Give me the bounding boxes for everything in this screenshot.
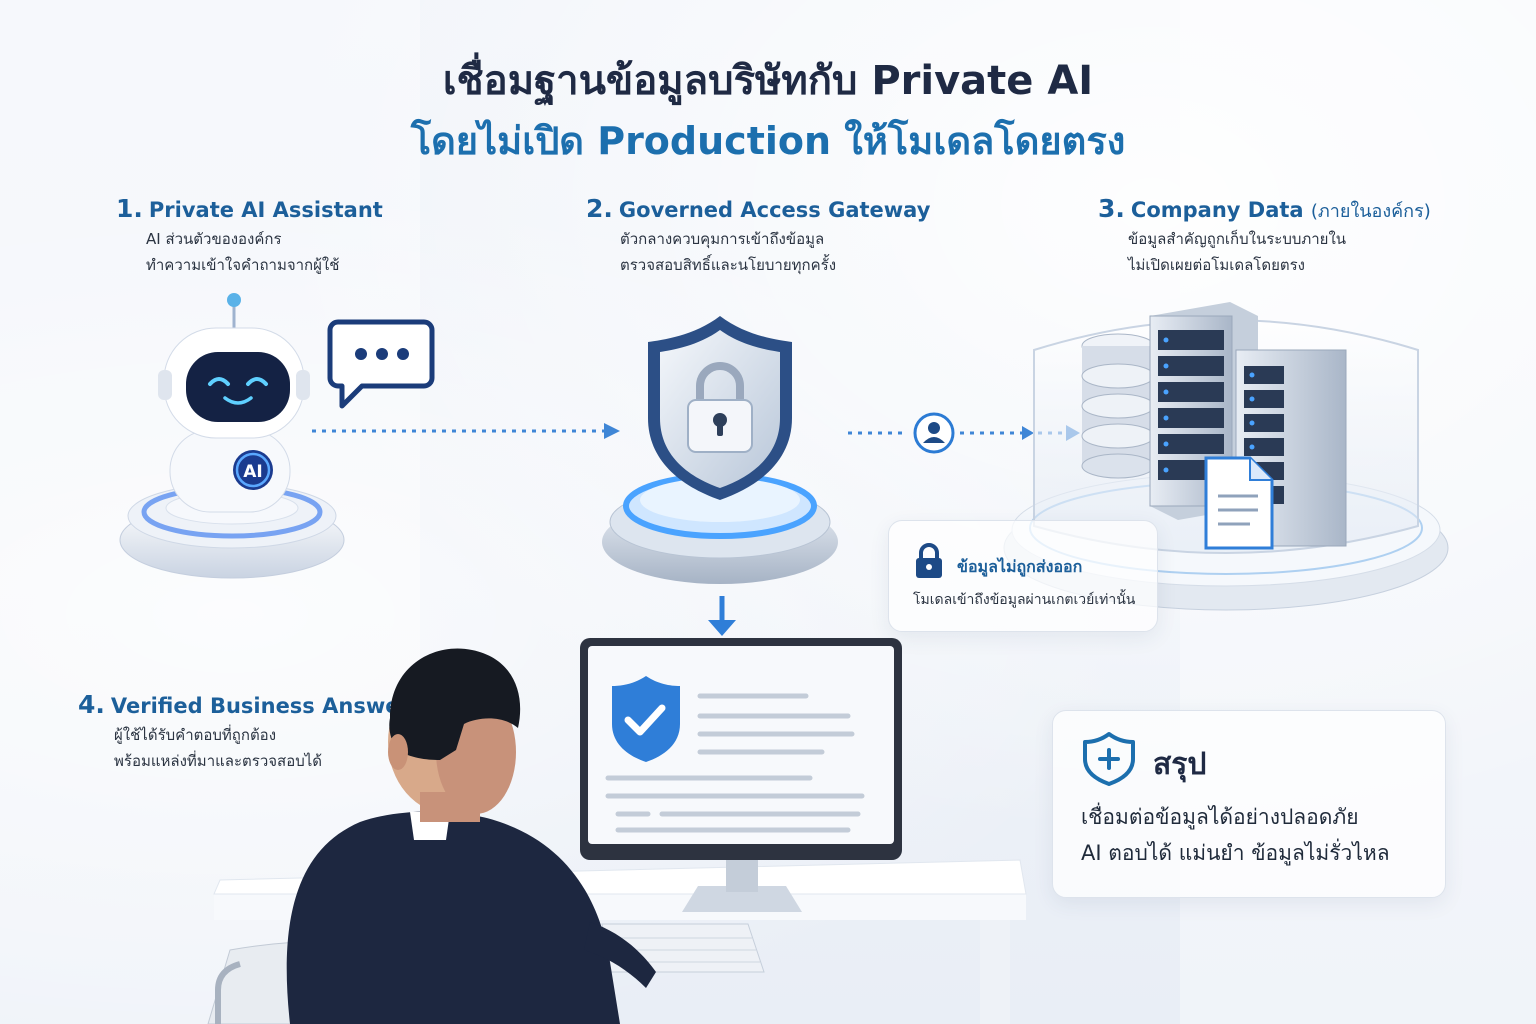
step-2-title: 2.Governed Access Gateway xyxy=(586,194,930,223)
flow-arrow-2-to-3 xyxy=(848,412,1080,454)
data-not-exported-card: ข้อมูลไม่ถูกส่งออก โมเดลเข้าถึงข้อมูลผ่า… xyxy=(888,520,1158,632)
summary-line-2: AI ตอบได้ แม่นยำ ข้อมูลไม่รั่วไหล xyxy=(1081,841,1390,865)
business-user-illustration xyxy=(286,648,656,1024)
summary-card: สรุป เชื่อมต่อข้อมูลได้อย่างปลอดภัย AI ต… xyxy=(1052,710,1446,898)
user-torso xyxy=(286,811,656,1024)
step-2-desc: ตัวกลางควบคุมการเข้าถึงข้อมูล ตรวจสอบสิท… xyxy=(620,226,836,278)
step-4-desc: ผู้ใช้ได้รับคำตอบที่ถูกต้อง พร้อมแหล่งที… xyxy=(114,722,322,774)
step-1-desc-line-1: AI ส่วนตัวขององค์กร xyxy=(146,230,282,248)
lock-icon xyxy=(916,543,942,578)
user-head xyxy=(388,648,521,822)
gateway-pedestal xyxy=(602,473,838,584)
summary-heading: สรุป xyxy=(1153,747,1207,782)
verified-shield-icon xyxy=(612,676,680,762)
step-2-label: Governed Access Gateway xyxy=(618,198,931,222)
step-2-desc-line-1: ตัวกลางควบคุมการเข้าถึงข้อมูล xyxy=(620,230,825,248)
step-1-title: 1.Private AI Assistant xyxy=(116,194,383,223)
step-4-desc-line-1: ผู้ใช้ได้รับคำตอบที่ถูกต้อง xyxy=(114,726,277,744)
step-3-label-suffix: (ภายในองค์กร) xyxy=(1310,201,1431,222)
step-4-desc-line-2: พร้อมแหล่งที่มาและตรวจสอบได้ xyxy=(114,752,323,770)
step-1-label: Private AI Assistant xyxy=(148,198,383,222)
step-4-title: 4.Verified Business Answer xyxy=(78,690,410,719)
step-2-desc-line-2: ตรวจสอบสิทธิ์และนโยบายทุกครั้ง xyxy=(620,256,837,274)
down-arrow-icon xyxy=(708,596,736,636)
step-1-desc-line-2: ทำความเข้าใจคำถามจากผู้ใช้ xyxy=(146,256,340,274)
step-3-desc-line-1: ข้อมูลสำคัญถูกเก็บในระบบภายใน xyxy=(1128,230,1347,248)
step-4-number: 4. xyxy=(78,690,105,719)
step-1-desc: AI ส่วนตัวขององค์กร ทำความเข้าใจคำถามจาก… xyxy=(146,226,339,278)
step-3-desc: ข้อมูลสำคัญถูกเก็บในระบบภายใน ไม่เปิดเผย… xyxy=(1128,226,1346,278)
step-1-number: 1. xyxy=(116,194,143,223)
gateway-shield-illustration xyxy=(602,316,838,584)
note-body: โมเดลเข้าถึงข้อมูลผ่านเกตเวย์เท่านั้น xyxy=(913,592,1136,608)
step-3-title: 3.Company Data (ภายในองค์กร) xyxy=(1098,194,1431,225)
step-3-label: Company Data xyxy=(1130,198,1304,222)
step-3-desc-line-2: ไม่เปิดเผยต่อโมเดลโดยตรง xyxy=(1128,256,1305,274)
robot-head xyxy=(158,293,310,439)
document-icon xyxy=(1204,456,1274,550)
step-3-number: 3. xyxy=(1098,194,1125,223)
main-subtitle: โดยไม่เปิด Production ให้โมเดลโดยตรง xyxy=(410,119,1126,163)
main-title: เชื่อมฐานข้อมูลบริษัทกับ Private AI xyxy=(442,58,1094,104)
robot-ai-badge: AI xyxy=(243,462,262,482)
shield-plus-icon xyxy=(1083,732,1135,786)
database-cylinders xyxy=(1081,333,1155,479)
flow-arrow-1-to-2 xyxy=(312,423,620,439)
chat-bubble-icon xyxy=(327,319,435,409)
note-heading: ข้อมูลไม่ถูกส่งออก xyxy=(957,557,1083,576)
step-4-label: Verified Business Answer xyxy=(110,694,410,718)
user-check-icon xyxy=(913,412,955,454)
robot-body: AI xyxy=(169,429,291,513)
summary-line-1: เชื่อมต่อข้อมูลได้อย่างปลอดภัย xyxy=(1081,805,1359,829)
monitor-illustration xyxy=(580,638,902,912)
robot-assistant-illustration: AI xyxy=(119,293,345,579)
padlock-icon xyxy=(687,362,753,453)
step-2-number: 2. xyxy=(586,194,613,223)
